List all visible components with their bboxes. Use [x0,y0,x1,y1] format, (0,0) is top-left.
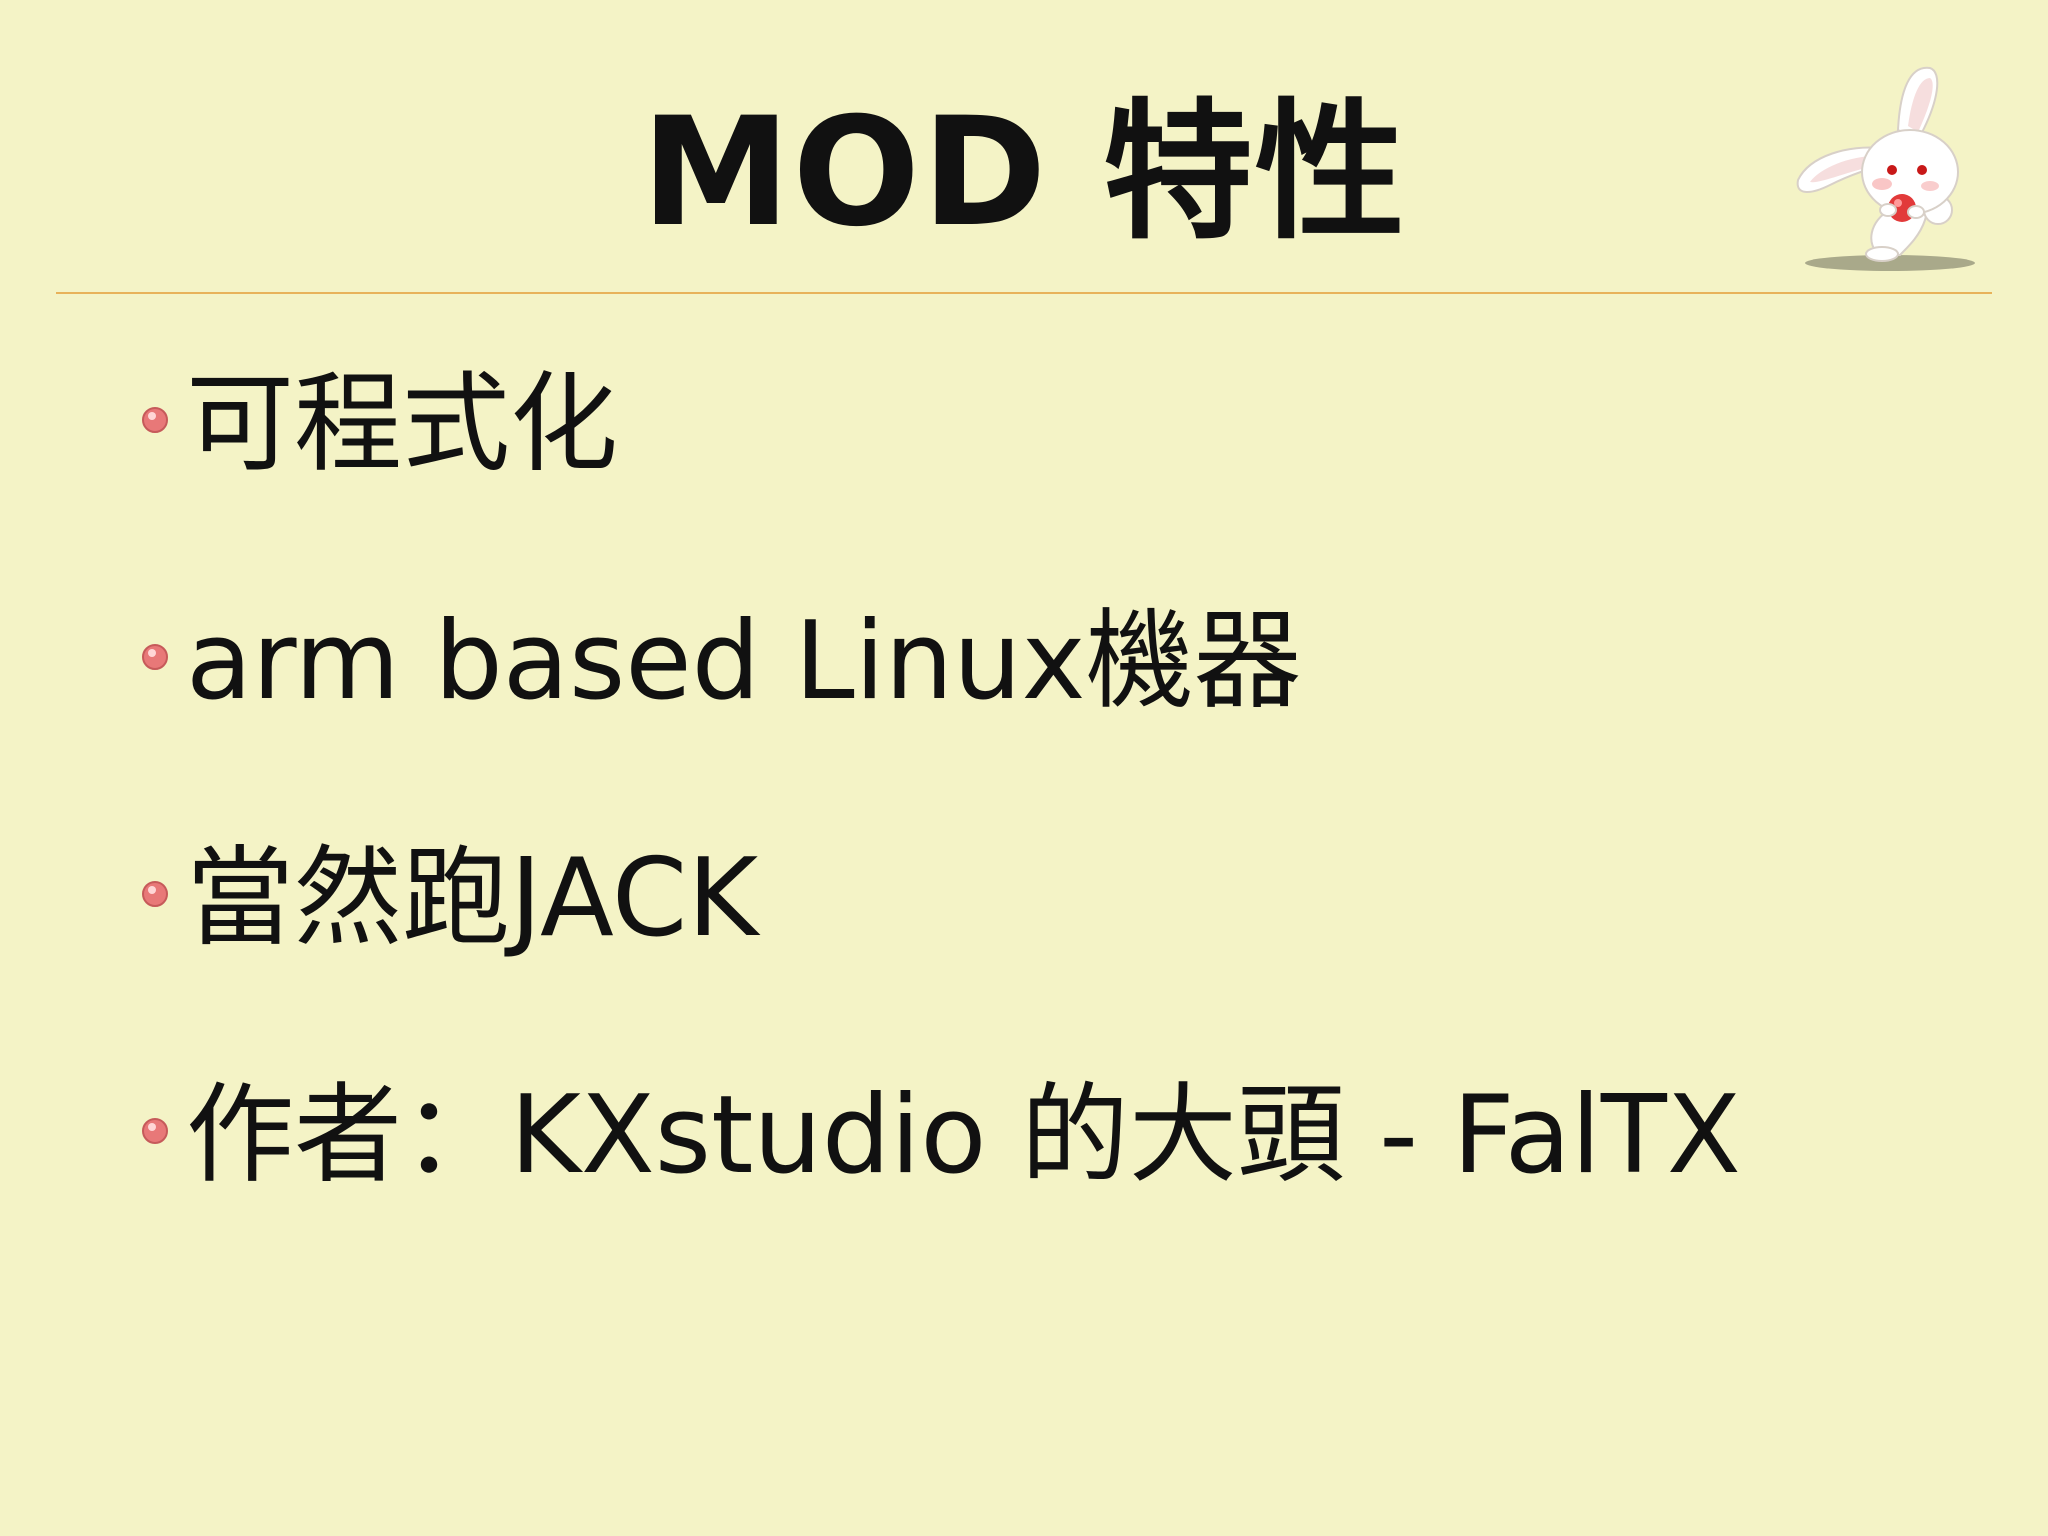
bullet-text: 當然跑JACK [186,836,759,961]
pink-bead-bullet-icon [142,1118,168,1144]
pink-bead-bullet-icon [142,407,168,433]
bullet-item: arm based Linux機器 [140,597,1741,834]
pink-bead-bullet-icon [142,644,168,670]
bullet-list: 可程式化 arm based Linux機器 當然跑JACK 作者：KXstud… [140,360,1741,1308]
pink-bead-bullet-icon [142,881,168,907]
bullet-item: 可程式化 [140,360,1741,597]
title-divider [56,292,1992,294]
bullet-text: 作者：KXstudio 的大頭 - FalTX [186,1073,1741,1198]
slide-title: MOD 特性 [641,86,1407,260]
bullet-item: 作者：KXstudio 的大頭 - FalTX [140,1071,1741,1308]
bullet-text: 可程式化 [186,362,619,487]
rabbit-mascot-icon [1796,66,1975,271]
bullet-text: arm based Linux機器 [186,599,1302,724]
bullet-item: 當然跑JACK [140,834,1741,1071]
